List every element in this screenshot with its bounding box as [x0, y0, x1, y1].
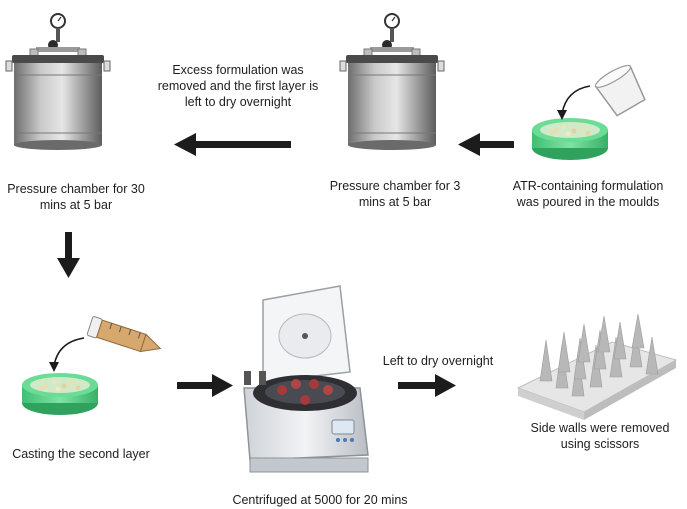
arrow-head-icon [49, 362, 59, 372]
curved-arrow-icon [561, 85, 591, 115]
step-label-chamber-30: Pressure chamber for 30 mins at 5 bar [7, 182, 145, 212]
step-label-centrifuged: Centrifuged at 5000 for 20 mins [232, 493, 408, 507]
step-label-walls: Side walls were removed using scissors [530, 421, 670, 451]
arrow-head-icon [557, 110, 567, 120]
microneedle-array-icon [516, 313, 678, 420]
pressure-chamber-icon [339, 13, 445, 151]
step-label-casting: Casting the second layer [12, 447, 150, 461]
curved-arrow-icon [53, 337, 85, 367]
arrow-right-icon [398, 374, 456, 397]
arrow-left-icon [174, 133, 291, 156]
step-label-pour: ATR-containing formulation was poured in… [512, 179, 664, 209]
arrow-left-icon [458, 133, 514, 156]
step-label-excess: Excess formulation was removed and the f… [157, 63, 319, 109]
step-label-dry: Left to dry overnight [382, 354, 494, 368]
mould-icon [532, 118, 608, 160]
mould-icon [22, 373, 98, 415]
centrifuge-icon [243, 285, 369, 473]
arrow-right-icon [177, 374, 233, 397]
step-label-chamber-3: Pressure chamber for 3 mins at 5 bar [329, 179, 461, 209]
arrow-down-icon [57, 232, 80, 278]
tube-icon [86, 316, 162, 353]
cup-icon [594, 64, 646, 117]
pressure-chamber-icon [5, 13, 111, 151]
